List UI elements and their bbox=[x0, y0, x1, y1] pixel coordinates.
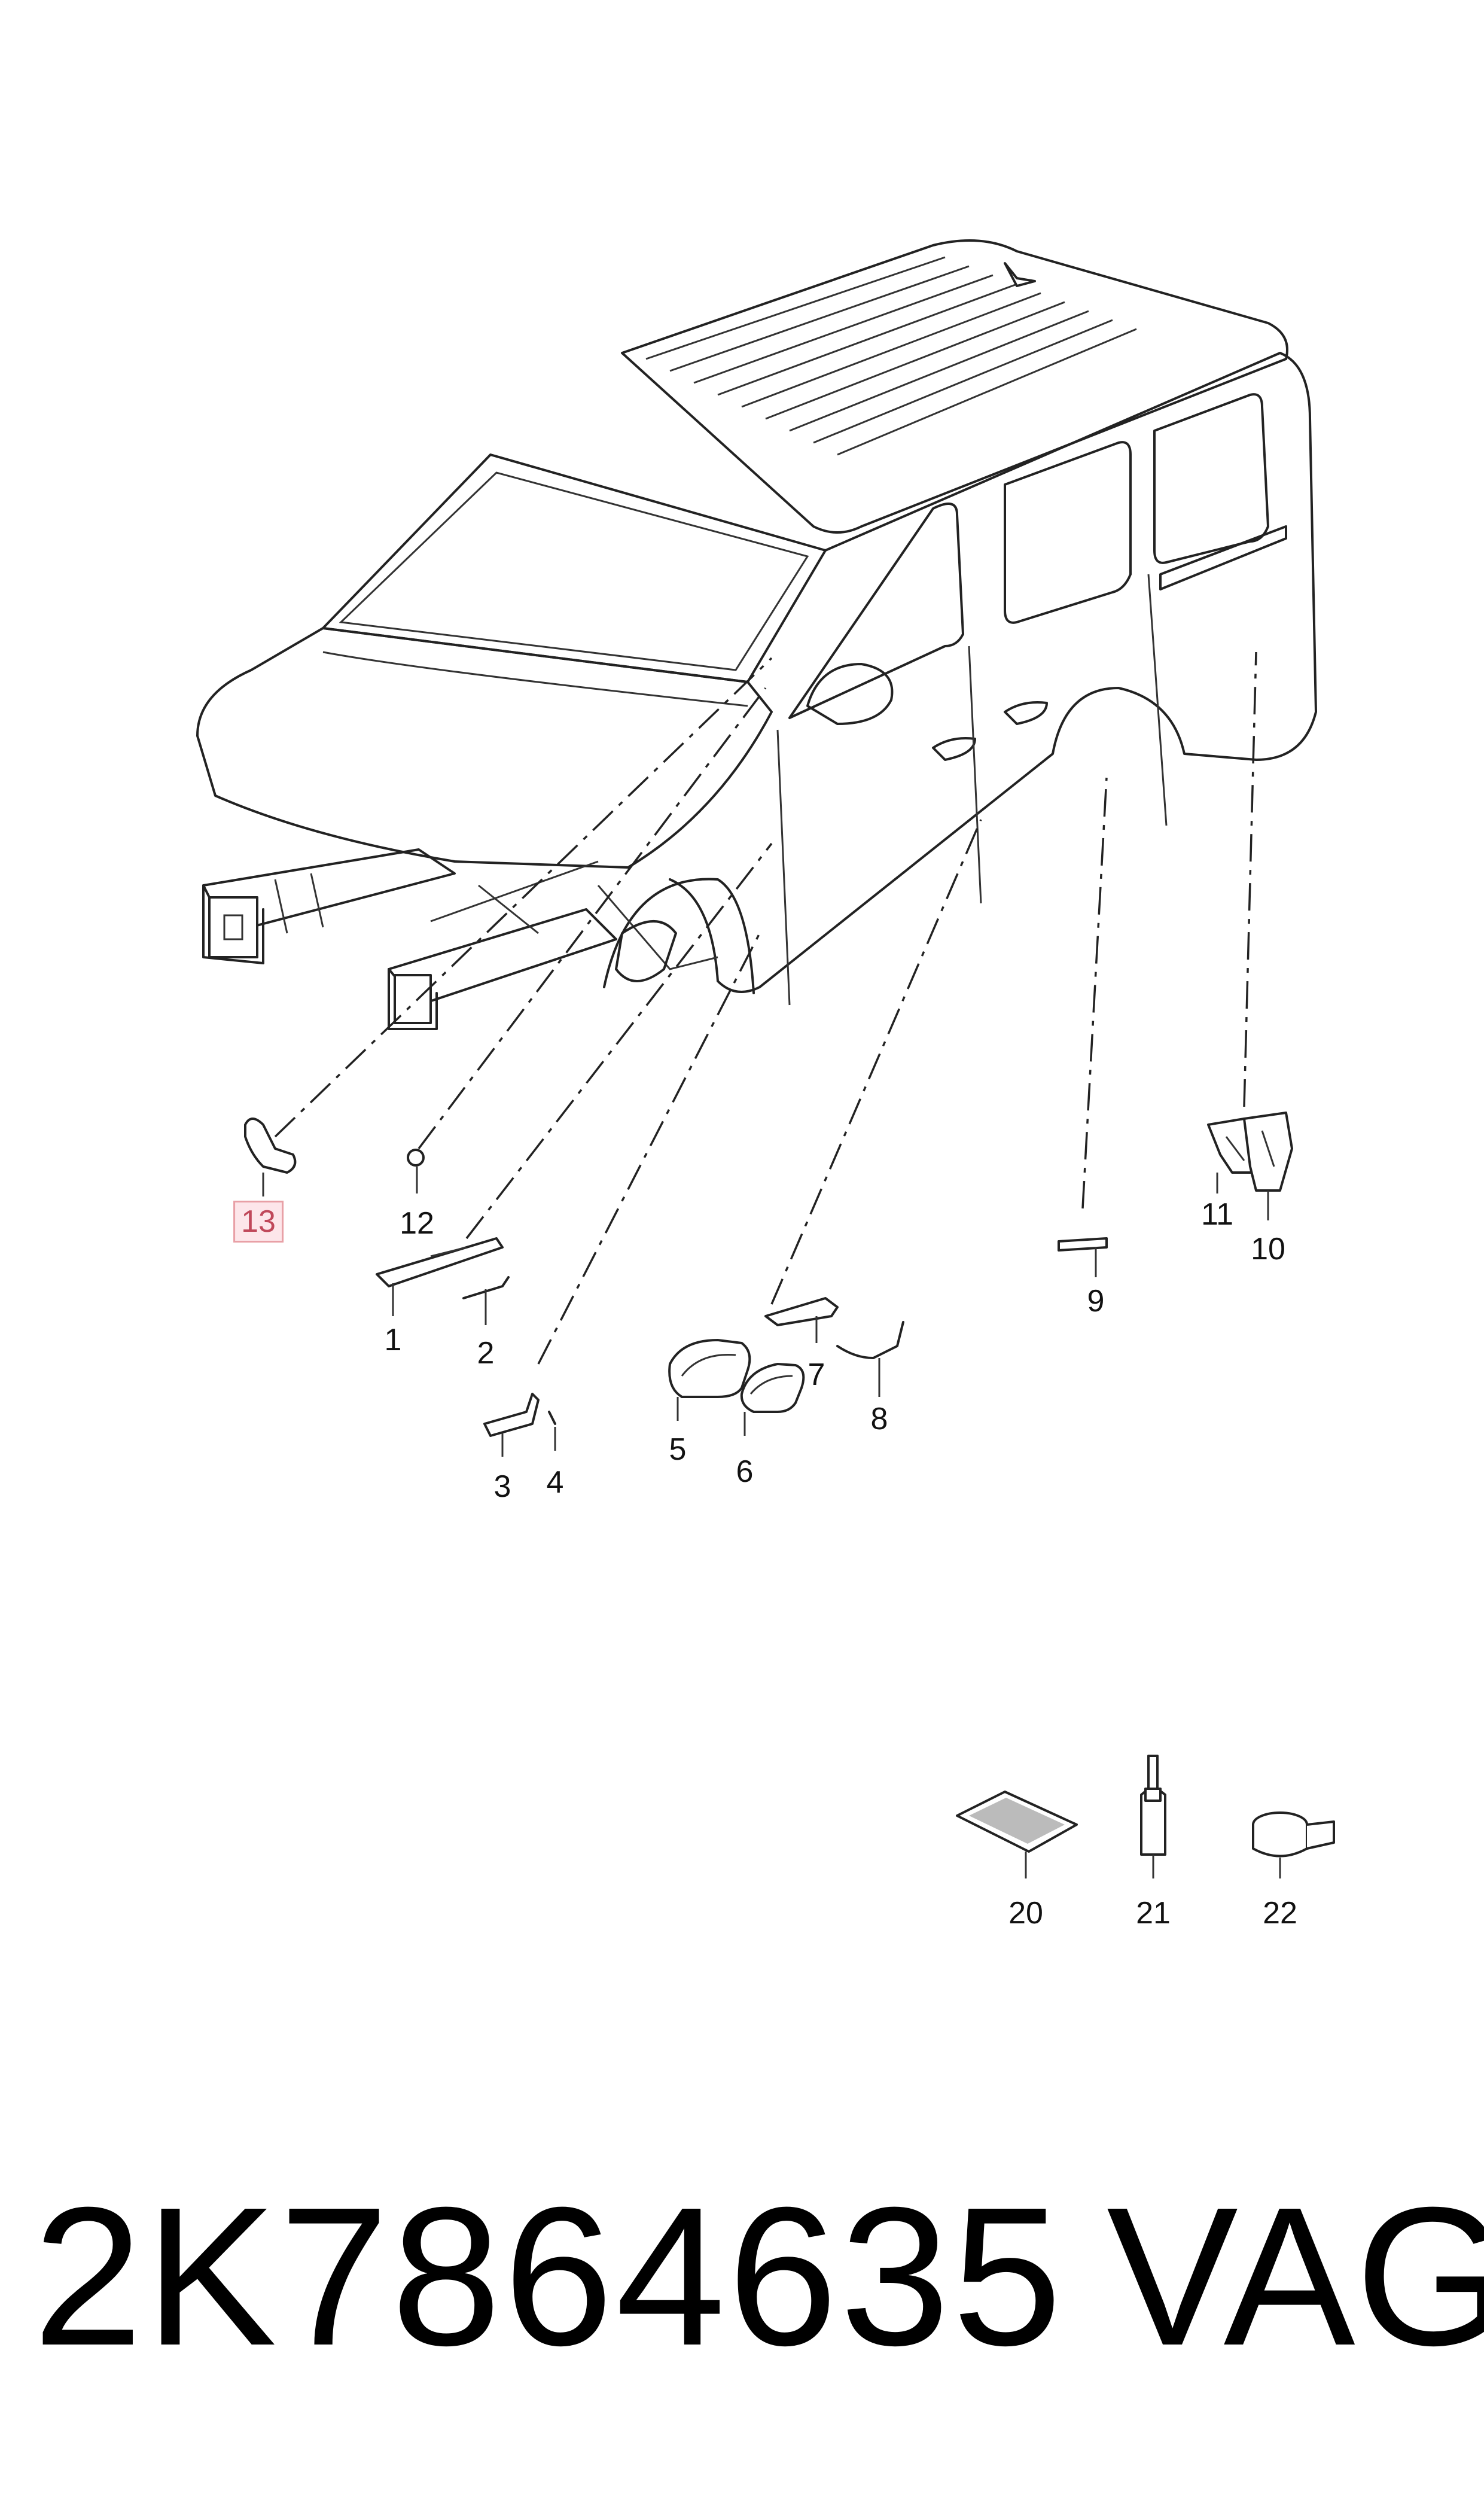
callout-22: 22 bbox=[1263, 1896, 1297, 1931]
callout-2: 2 bbox=[477, 1336, 495, 1371]
part-6-shape bbox=[740, 1363, 805, 1413]
callout-4: 4 bbox=[546, 1465, 564, 1500]
part-2-shape bbox=[462, 1276, 510, 1299]
part-8-shape bbox=[836, 1321, 904, 1359]
part-1-shape bbox=[376, 1237, 504, 1287]
callout-12: 12 bbox=[400, 1206, 434, 1241]
brand-label: VAG bbox=[1107, 2166, 1484, 2386]
callout-6: 6 bbox=[736, 1454, 754, 1489]
callout-ticks bbox=[262, 1167, 1281, 1878]
part-4-shape bbox=[548, 1411, 556, 1425]
callout-1: 1 bbox=[384, 1323, 402, 1357]
part-number-label: 2K7864635 bbox=[33, 2166, 1065, 2386]
part-5-shape bbox=[668, 1339, 751, 1398]
part-12-shape bbox=[407, 1149, 425, 1167]
van-body-illustration bbox=[196, 239, 1317, 1030]
callout-13[interactable]: 13 bbox=[233, 1201, 284, 1243]
part-13-shape bbox=[244, 1118, 297, 1174]
callout-21: 21 bbox=[1136, 1896, 1171, 1931]
leader-lines bbox=[274, 651, 1257, 1365]
part-20-pad-shape bbox=[956, 1791, 1078, 1853]
callout-20: 20 bbox=[1008, 1896, 1043, 1931]
part-3-shape bbox=[483, 1393, 540, 1437]
callout-8: 8 bbox=[870, 1402, 888, 1436]
callout-11: 11 bbox=[1201, 1197, 1233, 1232]
part-9-shape bbox=[1058, 1237, 1108, 1252]
callout-10: 10 bbox=[1251, 1232, 1285, 1266]
callout-7: 7 bbox=[807, 1357, 825, 1392]
part-21-bottle-shape bbox=[1140, 1755, 1166, 1856]
callout-9: 9 bbox=[1087, 1284, 1105, 1319]
part-22-tape-roll-shape bbox=[1252, 1811, 1335, 1858]
callout-3: 3 bbox=[493, 1469, 511, 1504]
part-10-11-shape bbox=[1207, 1112, 1293, 1192]
part-7-shape bbox=[764, 1297, 839, 1326]
callout-5: 5 bbox=[669, 1432, 687, 1467]
